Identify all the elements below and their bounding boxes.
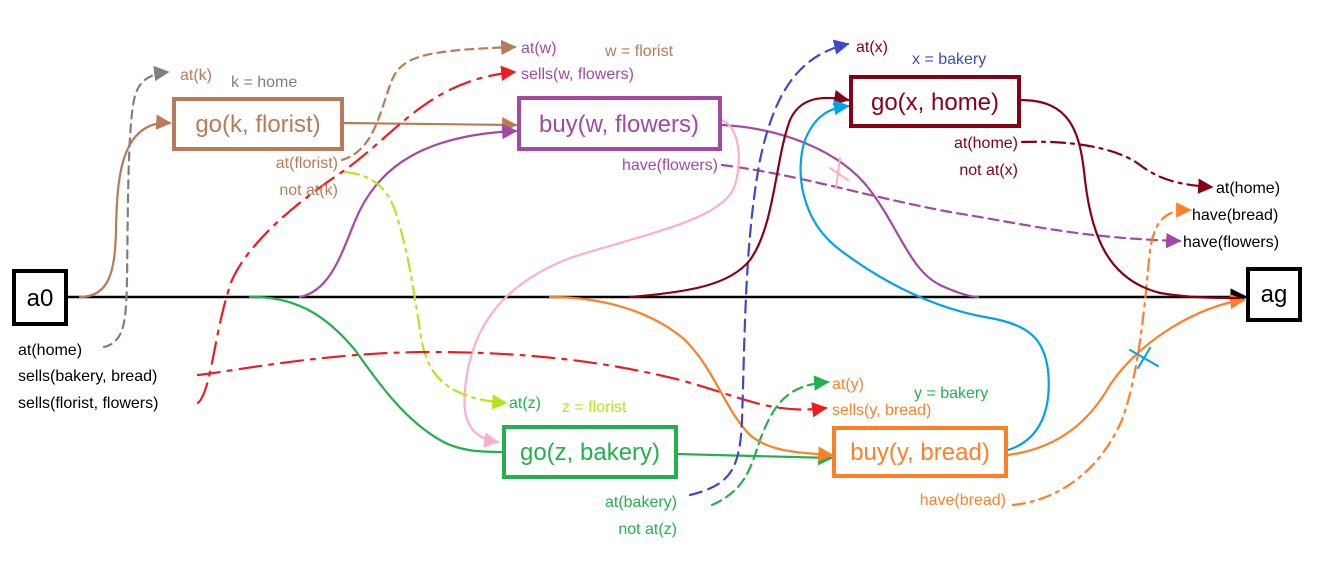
- go-k-binding: k = home: [231, 74, 297, 91]
- link-have-flowers-to-goal: [720, 163, 1182, 249]
- threat-mark-pink: [829, 157, 849, 189]
- node-buy-w-label: buy(w, flowers): [539, 111, 699, 138]
- a0-effect-sells-bakery: sells(bakery, bread): [18, 368, 157, 385]
- node-go-z: go(z, bakery): [502, 425, 678, 479]
- node-buy-y-label: buy(y, bread): [850, 439, 990, 466]
- go-k-precondition: at(k): [180, 67, 212, 84]
- link-buy-y-to-ag: [1006, 293, 1246, 457]
- ag-precondition-at-home: at(home): [1216, 180, 1280, 197]
- link-at-home-to-goal: [1020, 140, 1214, 194]
- a0-effect-at-home: at(home): [18, 342, 82, 359]
- link-at-bakery-to-at-x: [688, 39, 850, 497]
- node-ag: ag: [1246, 267, 1302, 322]
- link-timeline-to-go-z: [248, 295, 504, 454]
- node-a0: a0: [12, 269, 68, 326]
- node-go-k: go(k, florist): [172, 97, 344, 151]
- go-x-precondition: at(x): [856, 39, 888, 56]
- link-timeline-to-buy-y: [548, 295, 834, 462]
- a0-effect-sells-florist: sells(florist, flowers): [18, 395, 158, 412]
- link-timeline-to-go-x: [628, 89, 850, 299]
- go-k-effect-at-florist: at(florist): [276, 155, 338, 172]
- link-at-bakery-to-at-y: [710, 375, 830, 507]
- go-z-effect-not-at-z: not at(z): [618, 521, 677, 538]
- buy-y-precondition-sells-y: sells(y, bread): [832, 402, 931, 419]
- link-have-bread-to-goal: [1011, 202, 1192, 507]
- node-go-k-label: go(k, florist): [195, 111, 320, 138]
- buy-w-binding: w = florist: [604, 43, 674, 60]
- node-a0-label: a0: [27, 285, 54, 312]
- link-sells-florist-to-sells-w: [196, 65, 517, 405]
- threat-mark-cyan: [1129, 347, 1159, 369]
- node-go-x: go(x, home): [849, 75, 1021, 128]
- go-z-binding: z = florist: [562, 399, 627, 416]
- buy-w-precondition-at-w: at(w): [521, 40, 557, 57]
- link-go-k-to-buy-w: [340, 117, 518, 133]
- ag-precondition-have-flowers: have(flowers): [1183, 234, 1279, 251]
- link-buy-y-to-go-x: [799, 99, 1050, 452]
- buy-y-binding: y = bakery: [914, 385, 988, 402]
- link-at-florist-to-at-w: [340, 39, 517, 162]
- link-buy-w-to-timeline: [720, 123, 980, 299]
- go-x-binding: x = bakery: [912, 51, 986, 68]
- node-go-x-label: go(x, home): [871, 89, 999, 116]
- buy-y-effect-have-bread: have(bread): [920, 492, 1006, 509]
- node-ag-label: ag: [1261, 281, 1288, 308]
- go-k-effect-not-at-k: not at(k): [279, 182, 338, 199]
- go-x-effect-not-at-x: not at(x): [959, 162, 1018, 179]
- link-buy-w-to-go-z: [463, 118, 740, 448]
- link-at-home-to-at-k: [102, 65, 170, 349]
- go-z-precondition: at(z): [509, 395, 541, 412]
- go-x-effect-at-home: at(home): [954, 135, 1018, 152]
- buy-w-effect-have-flowers: have(flowers): [622, 157, 718, 174]
- go-z-effect-at-bakery: at(bakery): [605, 494, 677, 511]
- buy-y-precondition-at-y: at(y): [832, 376, 864, 393]
- node-buy-y: buy(y, bread): [832, 426, 1008, 478]
- ag-precondition-have-bread: have(bread): [1192, 207, 1278, 224]
- buy-w-precondition-sells-w: sells(w, flowers): [521, 66, 634, 83]
- link-a0-to-go-k: [78, 114, 172, 299]
- node-buy-w: buy(w, flowers): [517, 96, 722, 151]
- link-timeline-to-buy-w: [298, 123, 518, 299]
- link-sells-bakery-to-sells-y: [196, 350, 828, 418]
- link-go-x-to-ag: [1018, 98, 1242, 300]
- link-at-florist-to-at-z: [343, 170, 508, 410]
- node-go-z-label: go(z, bakery): [520, 439, 660, 466]
